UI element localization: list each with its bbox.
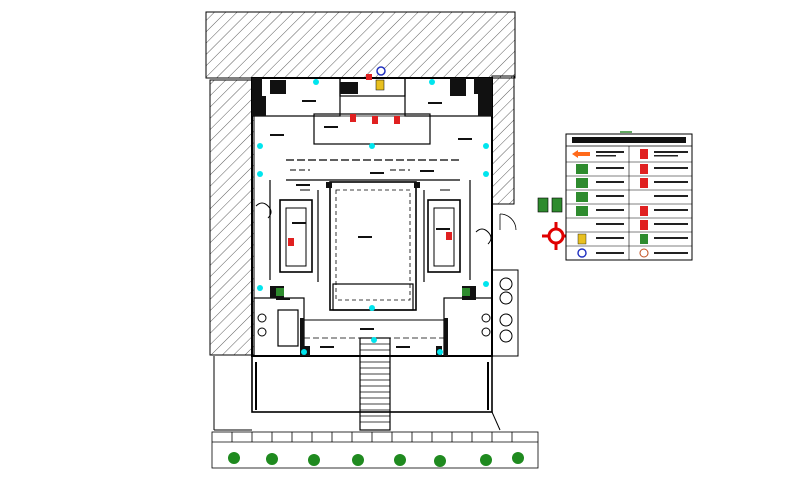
- exit-sign-icon: [276, 288, 284, 296]
- assembly-sign-icon: [376, 66, 386, 76]
- exit-sign-icon: [576, 164, 588, 174]
- extinguisher-icon: [366, 74, 372, 80]
- exit-sign-icon: [576, 206, 588, 216]
- tree-icon: [228, 452, 240, 464]
- tree-icon: [394, 454, 406, 466]
- sprinkler-icon: [639, 248, 649, 258]
- alarm-icon: [577, 233, 587, 245]
- evac-arrow-icon: [572, 150, 590, 158]
- extinguisher-icon: [446, 232, 452, 240]
- extinguisher-icon: [394, 116, 400, 124]
- exit-sign-icon: [640, 234, 648, 244]
- sprinkler-icon: [369, 305, 375, 311]
- alarm-icon: [375, 79, 385, 91]
- sprinkler-icon: [437, 349, 443, 355]
- sprinkler-icon: [483, 143, 489, 149]
- sprinkler-icon: [369, 143, 375, 149]
- extinguisher-icon: [372, 116, 378, 124]
- sprinkler-icon: [257, 143, 263, 149]
- trees: [228, 452, 524, 467]
- tree-icon: [512, 452, 524, 464]
- exit-sign-icon: [462, 288, 470, 296]
- sprinkler-points: [257, 79, 489, 355]
- evacuation-route-arrows: [270, 100, 476, 348]
- sprinkler-icon: [483, 281, 489, 287]
- main-stair: [359, 337, 391, 431]
- landscape-strip: [211, 431, 539, 469]
- tree-icon: [308, 454, 320, 466]
- legend-panel: [565, 131, 693, 261]
- tree-icon: [352, 454, 364, 466]
- hatched-top-zone: [205, 11, 516, 79]
- extinguisher-icon: [640, 220, 648, 230]
- sprinkler-icon: [483, 171, 489, 177]
- extinguisher-icon: [640, 164, 648, 174]
- tree-icon: [480, 454, 492, 466]
- sprinkler-icon: [257, 285, 263, 291]
- extinguisher-icon: [350, 114, 356, 122]
- exit-sign-icon: [551, 197, 563, 213]
- sprinkler-icon: [429, 79, 435, 85]
- extinguisher-icon: [640, 149, 648, 159]
- legend-header-bar: [572, 137, 686, 143]
- sprinkler-icon: [257, 171, 263, 177]
- exit-sign-icon: [576, 178, 588, 188]
- sprinkler-icon: [301, 349, 307, 355]
- extinguisher-icon: [288, 238, 294, 246]
- extinguisher-icon: [640, 178, 648, 188]
- hatched-right-zone: [491, 75, 515, 205]
- sprinkler-icon: [313, 79, 319, 85]
- hatched-left-zone: [209, 79, 255, 356]
- exit-sign-icon: [576, 192, 588, 202]
- building-walls: [213, 77, 519, 431]
- extinguisher-points: [288, 74, 452, 246]
- tree-icon: [266, 453, 278, 465]
- extinguisher-icon: [640, 206, 648, 216]
- interior-fixtures: [255, 169, 513, 343]
- sprinkler-icon: [371, 337, 377, 343]
- fire-hose-icon: [577, 248, 587, 258]
- exit-sign-icon: [537, 197, 549, 213]
- tree-icon: [434, 455, 446, 467]
